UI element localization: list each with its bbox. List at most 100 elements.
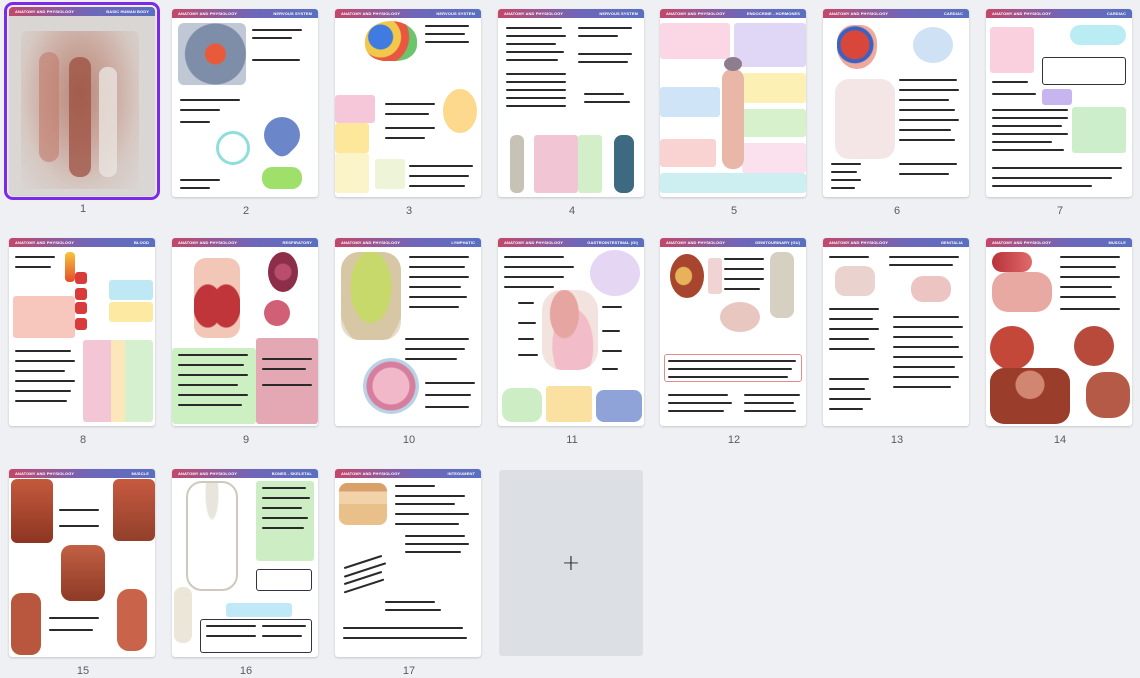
hexagon-note xyxy=(262,167,302,189)
page-number: 15 xyxy=(76,665,90,677)
blood-type-b xyxy=(75,288,87,300)
note-box xyxy=(256,481,314,561)
heart-icon xyxy=(256,109,308,161)
page-number: 2 xyxy=(242,205,250,217)
note-box xyxy=(742,143,806,173)
page-number: 5 xyxy=(730,205,738,217)
face-muscle-illustration xyxy=(990,326,1034,370)
page-number: 11 xyxy=(566,434,578,446)
note-box xyxy=(596,390,642,422)
face-muscle-illustration-2 xyxy=(1074,326,1114,366)
neuron-diagram xyxy=(443,89,477,133)
note-box xyxy=(256,338,318,424)
note-box xyxy=(742,109,806,137)
brain-illustration xyxy=(365,21,417,61)
leg-muscle-illustration xyxy=(61,545,105,601)
muscle-figure xyxy=(69,57,91,177)
heart-illustration xyxy=(837,25,877,69)
note-box xyxy=(660,23,730,59)
plus-icon: + xyxy=(561,550,581,576)
bone-illustration xyxy=(174,587,192,643)
compatibility-chart xyxy=(83,340,153,422)
note-box xyxy=(990,27,1034,73)
bladder-illustration xyxy=(720,302,760,332)
lymphatic-body-illustration xyxy=(341,252,401,340)
brain-icon xyxy=(724,57,742,71)
spine-illustration xyxy=(510,135,524,193)
thermometer-illustration xyxy=(65,252,75,282)
note-box xyxy=(335,153,369,193)
page-number: 17 xyxy=(402,665,416,677)
page-number: 13 xyxy=(890,434,904,446)
shoulder-muscle-illustration xyxy=(1086,372,1130,418)
blood-type-o xyxy=(75,318,87,330)
note-box xyxy=(660,173,806,193)
endocrine-body-illustration xyxy=(722,69,744,169)
note-box xyxy=(660,139,716,167)
note-box xyxy=(742,73,806,103)
lungs-illustration xyxy=(194,258,240,338)
note-box xyxy=(375,159,405,189)
male-anatomy-illustration xyxy=(835,266,875,296)
note-box xyxy=(256,569,312,591)
neuron-illustration xyxy=(178,23,246,85)
page-number: 3 xyxy=(405,205,413,217)
forearm-muscle-illustration xyxy=(113,479,155,541)
note-box xyxy=(578,135,602,193)
page-number: 14 xyxy=(1053,434,1067,446)
skin-layers-illustration xyxy=(339,483,387,525)
female-anatomy-illustration xyxy=(911,276,951,302)
page-number: 1 xyxy=(79,203,87,215)
organ-figure xyxy=(39,52,59,162)
note-box xyxy=(1072,107,1126,153)
skeleton-figure xyxy=(99,67,117,177)
add-page-button[interactable]: + xyxy=(499,470,643,656)
nervous-body-illustration xyxy=(614,135,634,193)
note-box xyxy=(335,95,375,123)
